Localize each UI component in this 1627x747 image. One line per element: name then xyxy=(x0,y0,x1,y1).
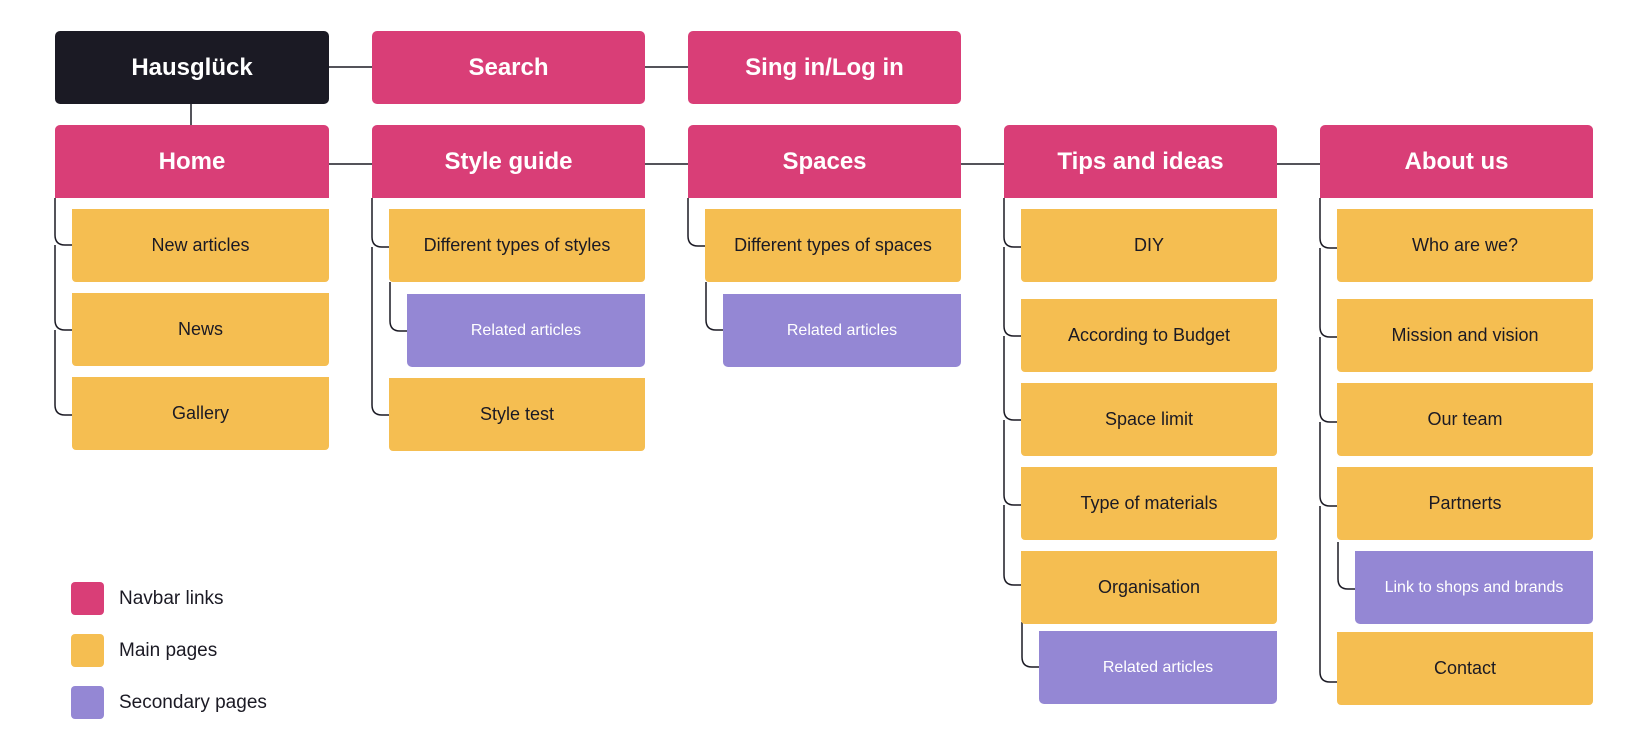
nav-home[interactable]: Home xyxy=(55,125,329,198)
page-tips-related-articles: Related articles xyxy=(1039,631,1277,704)
page-diy: DIY xyxy=(1021,209,1277,282)
page-style-related-articles: Related articles xyxy=(407,294,645,367)
legend-swatch-main xyxy=(71,634,104,667)
page-our-team: Our team xyxy=(1337,383,1593,456)
page-space-limit: Space limit xyxy=(1021,383,1277,456)
nav-tips-and-ideas[interactable]: Tips and ideas xyxy=(1004,125,1277,198)
page-organisation: Organisation xyxy=(1021,551,1277,624)
legend-label-secondary: Secondary pages xyxy=(119,692,267,713)
page-style-test: Style test xyxy=(389,378,645,451)
legend-swatch-navbar xyxy=(71,582,104,615)
page-types-of-styles: Different types of styles xyxy=(389,209,645,282)
legend-label-main: Main pages xyxy=(119,640,218,661)
nav-spaces[interactable]: Spaces xyxy=(688,125,961,198)
page-according-to-budget: According to Budget xyxy=(1021,299,1277,372)
nav-search[interactable]: Search xyxy=(372,31,645,104)
brand-hausgluck[interactable]: Hausglück xyxy=(55,31,329,104)
nav-signin[interactable]: Sing in/Log in xyxy=(688,31,961,104)
nav-about-us[interactable]: About us xyxy=(1320,125,1593,198)
page-gallery: Gallery xyxy=(72,377,329,450)
legend-swatch-secondary xyxy=(71,686,104,719)
page-types-of-spaces: Different types of spaces xyxy=(705,209,961,282)
page-contact: Contact xyxy=(1337,632,1593,705)
legend-label-navbar: Navbar links xyxy=(119,588,224,609)
nav-style-guide[interactable]: Style guide xyxy=(372,125,645,198)
page-news: News xyxy=(72,293,329,366)
page-spaces-related-articles: Related articles xyxy=(723,294,961,367)
page-link-to-shops: Link to shops and brands xyxy=(1355,551,1593,624)
page-new-articles: New articles xyxy=(72,209,329,282)
page-mission-and-vision: Mission and vision xyxy=(1337,299,1593,372)
page-type-of-materials: Type of materials xyxy=(1021,467,1277,540)
page-who-are-we: Who are we? xyxy=(1337,209,1593,282)
page-partners: Partnerts xyxy=(1337,467,1593,540)
